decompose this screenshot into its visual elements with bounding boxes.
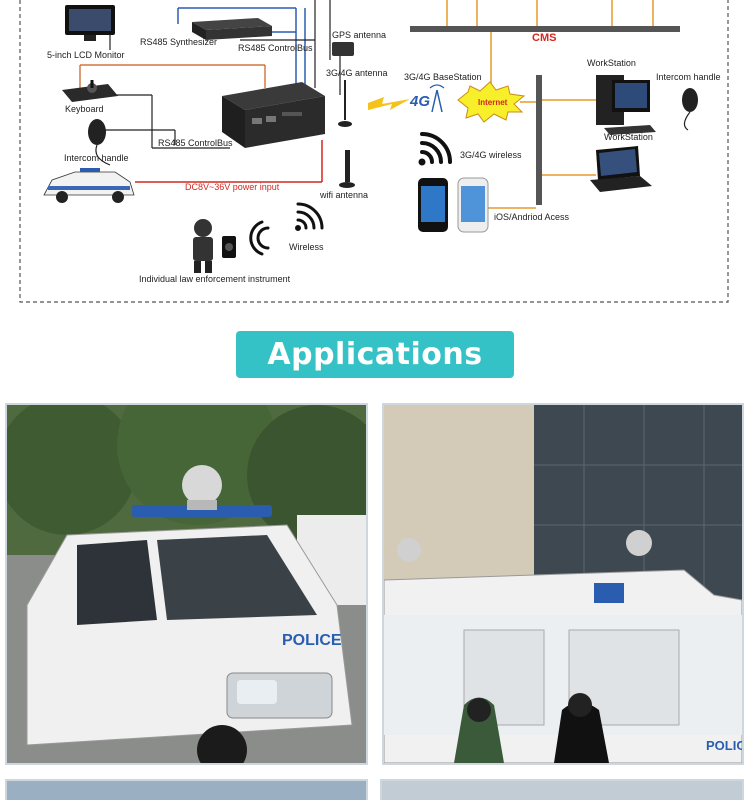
- label-internet: Internet: [478, 98, 508, 107]
- rs485-synthesizer-device: [192, 18, 272, 40]
- applications-title: Applications: [267, 337, 483, 372]
- cellular-antenna-device: [338, 80, 352, 127]
- label-rs485-synthesizer: RS485 Synthesizer: [140, 37, 218, 47]
- diagram-lines: [19, 0, 729, 303]
- diagram-border: [19, 0, 729, 303]
- label-rs485-controlbus-bottom: RS485 ControlBus: [158, 138, 233, 148]
- photo-bottom-right-partial: [380, 779, 744, 800]
- police-suv-photo: POLICE: [5, 403, 368, 765]
- label-3g4g-antenna: 3G/4G antenna: [326, 68, 388, 78]
- intercom-handle-left-device: [88, 119, 111, 166]
- desktop-workstation-icon: [596, 75, 656, 135]
- label-lcd-monitor: 5-inch LCD Monitor: [47, 50, 125, 60]
- laptop-workstation-icon: [590, 146, 652, 192]
- intercom-handle-right-device: [682, 88, 698, 131]
- wifi-antenna-device: [339, 150, 355, 188]
- label-power-input: DC8V~36V power input: [185, 182, 280, 192]
- gps-antenna-device: [332, 42, 354, 56]
- label-keyboard: Keyboard: [65, 104, 104, 114]
- applications-heading: Applications: [236, 331, 514, 378]
- wireless-left-icon: [249, 220, 270, 256]
- label-4g-badge: 4G: [410, 93, 431, 110]
- iphone-icon: [418, 178, 448, 232]
- label-intercom-right: Intercom handle: [656, 72, 721, 82]
- label-wifi-antenna: wifi antenna: [320, 190, 369, 200]
- police-van-photo: POLICE: [382, 403, 744, 765]
- suv-police-text: POLICE: [282, 632, 342, 649]
- wireless-right-icon: [295, 202, 324, 231]
- photo-bottom-left-partial: [5, 779, 368, 800]
- label-gps-antenna: GPS antenna: [332, 30, 387, 40]
- label-individual-instrument: Individual law enforcement instrument: [139, 274, 291, 284]
- label-3g4g-wireless: 3G/4G wireless: [460, 150, 522, 160]
- keyboard-device: [62, 80, 118, 102]
- basestation-tower-icon: [429, 84, 445, 113]
- police-car-device: [43, 168, 135, 203]
- mdvr-device: [222, 82, 325, 148]
- label-intercom-left: Intercom handle: [64, 153, 129, 163]
- label-basestation: 3G/4G BaseStation: [404, 72, 482, 82]
- label-ios-android: iOS/Andriod Acess: [494, 212, 570, 222]
- system-diagram: 5-inch LCD Monitor RS485 Synthesizer RS4…: [0, 0, 750, 320]
- label-workstation-bottom: WorkStation: [604, 132, 653, 142]
- android-phone-icon: [457, 177, 489, 233]
- label-wireless: Wireless: [289, 242, 324, 252]
- cms-bar: [410, 26, 680, 32]
- network-bar: [536, 75, 542, 205]
- internet-burst-icon: [457, 81, 526, 123]
- label-workstation-top: WorkStation: [587, 58, 636, 68]
- police-officer-figure: [193, 219, 236, 273]
- lcd-monitor-device: [65, 5, 115, 41]
- wireless-signal-icon: [418, 132, 452, 166]
- signal-bolt-icon: [368, 97, 410, 110]
- label-cms: CMS: [532, 32, 557, 44]
- van-police-text: POLICE: [706, 738, 742, 753]
- label-rs485-controlbus-top: RS485 ControlBus: [238, 43, 313, 53]
